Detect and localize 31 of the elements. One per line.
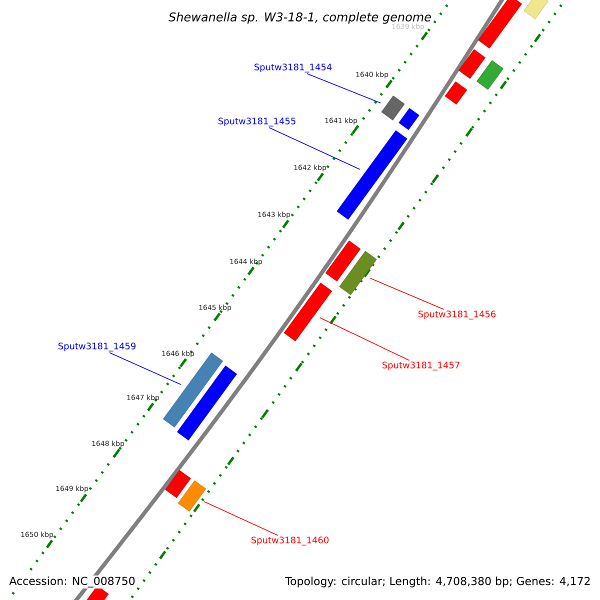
gene-label: Sputw3181_1457 bbox=[382, 362, 460, 370]
gene-label: Sputw3181_1454 bbox=[254, 64, 332, 72]
gene-block bbox=[476, 60, 504, 90]
gene-label: Sputw3181_1455 bbox=[218, 118, 296, 126]
leader-line bbox=[109, 352, 182, 385]
gene-block bbox=[177, 366, 238, 440]
footer-text: Topology: circular; Length: 4,708,380 bp; Genes: 4,172 bbox=[284, 576, 592, 588]
gene-block bbox=[336, 130, 408, 220]
leader-line bbox=[320, 317, 410, 361]
gene-block bbox=[178, 480, 206, 512]
gene-block bbox=[284, 282, 332, 342]
gene-label: Sputw3181_1460 bbox=[251, 536, 329, 546]
gene-block bbox=[339, 250, 377, 296]
gene-block bbox=[85, 586, 109, 600]
gene-block bbox=[163, 352, 223, 428]
leader-line bbox=[306, 73, 381, 104]
gene-block bbox=[458, 49, 486, 79]
title: Shewanella sp. W3-18-1, complete genome bbox=[168, 12, 431, 24]
leader-line bbox=[370, 278, 444, 310]
gene-label: Sputw3181_1459 bbox=[58, 342, 136, 352]
gene-block bbox=[165, 470, 191, 498]
gene-block bbox=[325, 240, 361, 282]
leader-line bbox=[268, 127, 360, 170]
gene-block bbox=[524, 0, 548, 20]
gene-block bbox=[381, 96, 405, 120]
gene-block bbox=[478, 0, 522, 49]
gene-block bbox=[444, 81, 468, 105]
gene-block bbox=[398, 108, 420, 130]
gene-label: Sputw3181_1456 bbox=[418, 310, 496, 320]
footer-text: Accession: NC_008750 bbox=[8, 576, 136, 588]
leader-line bbox=[204, 501, 278, 536]
